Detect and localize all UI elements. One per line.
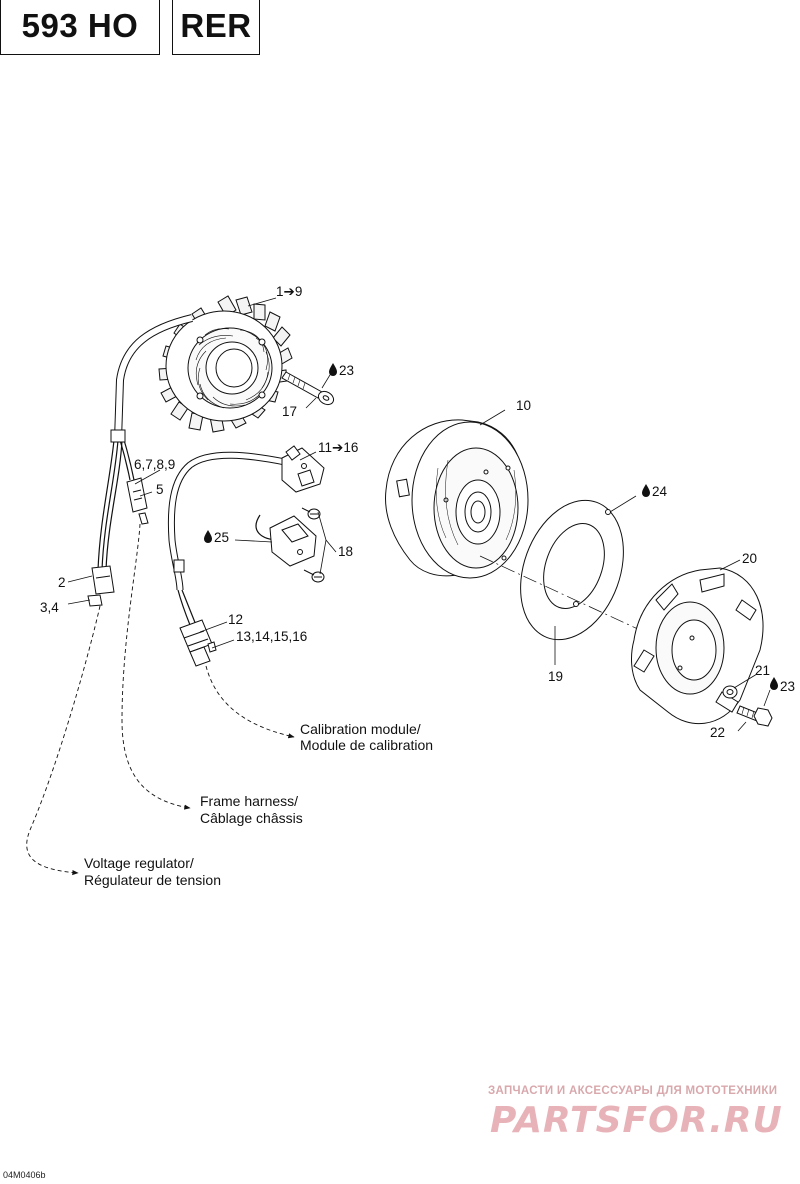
flywheel — [385, 419, 529, 579]
callout-13-14-15-16: 13,14,15,16 — [236, 629, 307, 644]
callout-10: 10 — [516, 398, 531, 413]
connector-12 — [179, 619, 217, 667]
callout-1-9: 1➔9 — [276, 284, 302, 299]
callout-3-4: 3,4 — [40, 600, 59, 615]
frame-harness-label: Frame harness/ — [200, 793, 298, 809]
voltage-regulator-label: Voltage regulator/ — [84, 855, 194, 871]
callout-18: 18 — [338, 544, 353, 559]
axis-centerline — [479, 555, 641, 631]
callout-23: 23 — [339, 363, 354, 378]
stator-assembly — [158, 295, 293, 433]
trigger-screws — [301, 507, 325, 583]
loctite-23-bottom: 23 — [770, 677, 795, 694]
callout-2: 2 — [58, 575, 66, 590]
routing-lines — [26, 523, 295, 876]
connector-2 — [87, 565, 115, 607]
calibration-module-label-fr: Module de calibration — [300, 737, 433, 753]
callout-17: 17 — [282, 404, 297, 419]
calibration-module-label: Calibration module/ — [300, 721, 421, 737]
callout-23: 23 — [780, 679, 795, 694]
callout-6-7-8-9: 6,7,8,9 — [134, 457, 175, 472]
model-tag: RER — [172, 0, 260, 55]
callout-21: 21 — [755, 663, 770, 678]
sealant-drop-icon — [329, 363, 337, 376]
starter-cup — [631, 567, 764, 725]
drawing-code: 04M0406b — [3, 1170, 46, 1180]
loctite-25: 25 — [204, 530, 229, 545]
spacer-ring — [520, 499, 624, 641]
voltage-regulator-label-fr: Régulateur de tension — [84, 872, 221, 888]
sealant-drop-icon — [770, 677, 778, 690]
engine-tag: 593 HO — [0, 0, 160, 55]
callout-11-16: 11➔16 — [318, 440, 358, 455]
callout-20: 20 — [742, 551, 757, 566]
sealant-drop-icon — [642, 484, 650, 497]
starter-cup-bolt — [736, 705, 773, 727]
sealant-drop-icon — [204, 530, 212, 543]
trigger-coil-lower — [269, 515, 317, 567]
callout-5: 5 — [156, 482, 164, 497]
leader-lines — [67, 297, 771, 732]
frame-harness-label-fr: Câblage châssis — [200, 810, 303, 826]
stator-harness — [97, 314, 193, 571]
loctite-23-top: 23 — [329, 363, 354, 378]
trigger-coil-upper — [281, 445, 325, 493]
callout-12: 12 — [228, 612, 243, 627]
watermark-logo: PARTSFOR.RU — [490, 1100, 783, 1141]
callout-25: 25 — [214, 530, 229, 545]
loctite-24: 24 — [642, 484, 668, 499]
callout-19: 19 — [548, 669, 563, 684]
callout-24: 24 — [652, 484, 668, 499]
connector-5 — [126, 477, 149, 525]
callout-22: 22 — [710, 725, 725, 740]
stator-screw — [281, 371, 335, 406]
washer — [722, 685, 738, 699]
watermark-tagline: ЗАПЧАСТИ И АКСЕССУАРЫ ДЛЯ МОТОТЕХНИКИ — [488, 1085, 778, 1097]
